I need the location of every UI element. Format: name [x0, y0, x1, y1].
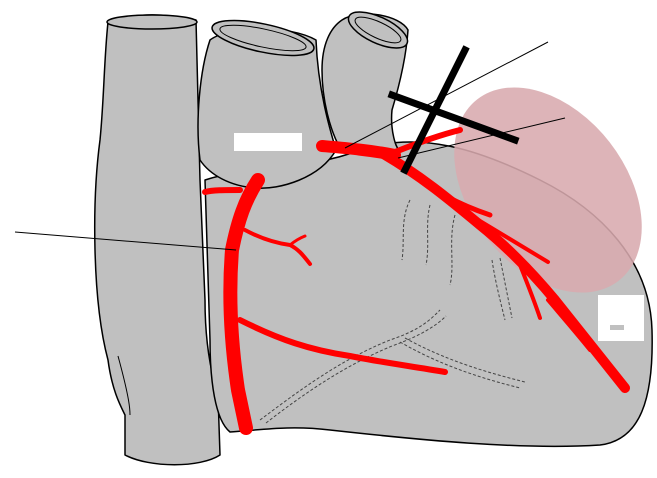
label-box-small [610, 325, 624, 330]
pulmonary-trunk [322, 5, 412, 150]
label-box-apex [598, 295, 644, 341]
label-box-aorta [234, 133, 302, 151]
aorta [198, 13, 336, 188]
